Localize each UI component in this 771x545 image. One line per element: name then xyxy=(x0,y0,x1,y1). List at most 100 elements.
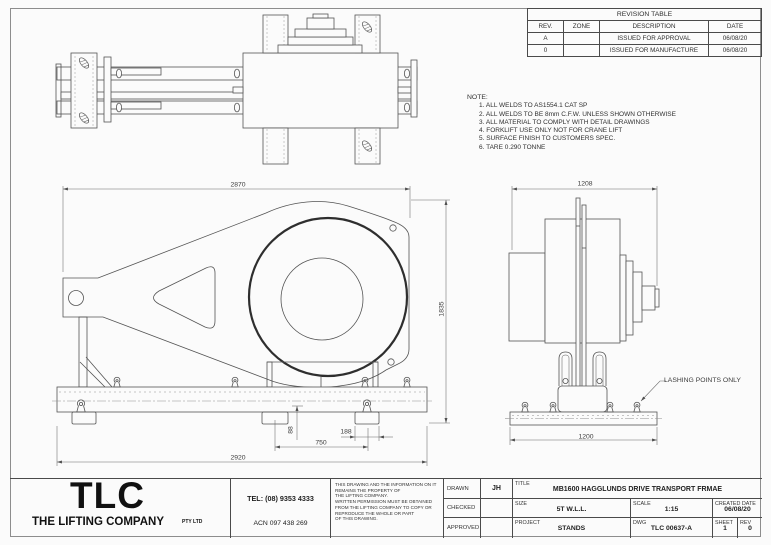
size-value: 5T W.L.L. xyxy=(556,506,587,513)
col-zone: ZONE xyxy=(563,21,599,32)
side-view xyxy=(505,186,666,445)
project-label: PROJECT xyxy=(515,519,541,526)
rev-cell: REV 0 xyxy=(737,518,762,538)
lashing-eye-icon xyxy=(403,376,411,388)
note-item: 2. ALL WELDS TO BE 8mm C.F.W. UNLESS SHO… xyxy=(479,110,676,118)
dim-side-overall-width: 1208 xyxy=(577,180,593,188)
size-label: SIZE xyxy=(515,500,527,507)
lashing-points-label: LASHING POINTS ONLY xyxy=(664,377,741,384)
acn-number: ACN 097 438 269 xyxy=(253,520,308,527)
drive-bore-circle xyxy=(280,257,364,341)
foot xyxy=(71,411,97,425)
project-cell: PROJECT STANDS xyxy=(512,518,630,538)
dim-front-height: 1835 xyxy=(438,301,446,317)
web-cutout xyxy=(153,266,216,329)
date-value: 06/08/20 xyxy=(708,45,761,56)
lashing-eye-icon xyxy=(606,401,614,413)
created-date-label: CREATED DATE xyxy=(715,500,756,507)
foot xyxy=(354,411,380,425)
rev-value: A xyxy=(543,35,548,42)
disclaimer-text: THIS DRAWING AND THE INFORMATION ON IT R… xyxy=(335,482,437,522)
drive-body-plan xyxy=(242,52,399,129)
created-date-value: 06/08/20 xyxy=(724,506,751,513)
project-value: STANDS xyxy=(557,525,586,532)
dim-front-base-width: 2920 xyxy=(230,454,246,462)
lashing-eye-icon xyxy=(521,401,529,413)
revision-row: 0 ISSUED FOR MANUFACTURE 06/08/20 xyxy=(528,44,761,56)
note-item: 4. FORKLIFT USE ONLY NOT FOR CRANE LIFT xyxy=(479,127,623,135)
transport-frame-plate xyxy=(62,201,410,388)
contact-cell: TEL: (08) 9353 4333 ACN 097 438 269 xyxy=(230,479,330,538)
approved-value xyxy=(481,518,512,538)
leader-line xyxy=(640,380,666,402)
scale-cell: SCALE 1:15 xyxy=(630,499,712,518)
drive-flange-circle xyxy=(247,216,409,378)
zone-value xyxy=(563,45,599,56)
top-view-plan xyxy=(55,13,418,165)
lashing-eye-icon xyxy=(113,376,121,388)
notes-block: NOTE: 1. ALL WELDS TO AS1554.1 CAT SP 2.… xyxy=(467,94,676,152)
revision-row: A ISSUED FOR APPROVAL 06/08/20 xyxy=(528,32,761,44)
dim-front-foot-width: 188 xyxy=(340,428,352,436)
drawn-value: JH xyxy=(492,485,501,492)
col-rev: REV. xyxy=(538,23,553,30)
phone-number: TEL: (08) 9353 4333 xyxy=(247,494,314,503)
revision-table: REVISION TABLE REV. ZONE DESCRIPTION DAT… xyxy=(527,8,762,57)
lashing-eye-icon xyxy=(361,376,369,388)
created-date-cell: CREATED DATE 06/08/20 xyxy=(712,499,762,518)
scale-label: SCALE xyxy=(633,500,651,507)
sheet-border xyxy=(10,8,761,537)
drawn-value-cell: JH xyxy=(480,479,512,499)
drawn-label-cell: DRAWN xyxy=(443,479,480,499)
size-cell: SIZE 5T W.L.L. xyxy=(512,499,630,518)
revision-table-header: REV. ZONE DESCRIPTION DATE xyxy=(528,20,761,32)
notes-heading: NOTE: xyxy=(467,94,488,101)
sheet-cell: SHEET 1 xyxy=(712,518,737,538)
lashing-eye-icon xyxy=(633,401,641,413)
rev-value: 0 xyxy=(543,47,548,54)
col-description: DESCRIPTION xyxy=(599,21,708,32)
dim-side-base-width: 1200 xyxy=(578,433,594,441)
checked-label: CHECKED xyxy=(447,505,476,511)
approved-label: APPROVED xyxy=(447,525,480,531)
rev-number: 0 xyxy=(748,525,752,532)
company-name: THE LIFTING COMPANY xyxy=(32,516,165,528)
dwg-label: DWG xyxy=(633,519,647,526)
approved-label-cell: APPROVED xyxy=(443,518,480,538)
date-value: 06/08/20 xyxy=(708,33,761,44)
note-item: 6. TARE 0.290 TONNE xyxy=(479,143,546,151)
title-cell: TITLE MB1600 HAGGLUNDS DRIVE TRANSPORT F… xyxy=(512,479,762,499)
sheet-number: 1 xyxy=(723,525,727,532)
arm-end-hole xyxy=(68,290,84,306)
dwg-cell: DWG TLC 00637-A xyxy=(630,518,712,538)
company-suffix: PTY LTD xyxy=(182,519,203,525)
company-logo: TLC xyxy=(70,475,145,516)
scale-value: 1:15 xyxy=(664,506,679,513)
rev-label: REV xyxy=(740,519,752,526)
checked-label-cell: CHECKED xyxy=(443,499,480,518)
revision-table-title: REVISION TABLE xyxy=(616,11,673,18)
sheet-label: SHEET xyxy=(715,519,733,526)
dwg-number: TLC 00637-A xyxy=(650,525,693,532)
disclaimer-cell: THIS DRAWING AND THE INFORMATION ON IT R… xyxy=(330,479,443,538)
lashing-eye-icon xyxy=(549,401,557,413)
zone-value xyxy=(563,33,599,44)
checked-value-cell xyxy=(480,499,512,518)
approved-value-cell xyxy=(480,518,512,538)
dim-front-base-offset: 88 xyxy=(287,426,295,434)
description-value: ISSUED FOR MANUFACTURE xyxy=(599,45,708,56)
note-item: 1. ALL WELDS TO AS1554.1 CAT SP xyxy=(479,102,588,110)
description-value: ISSUED FOR APPROVAL xyxy=(599,33,708,44)
base-beam xyxy=(56,386,428,413)
col-date: DATE xyxy=(708,21,761,32)
note-item: 5. SURFACE FINISH TO CUSTOMERS SPEC. xyxy=(479,135,616,143)
front-view xyxy=(52,186,450,466)
title-block: TLC THE LIFTING COMPANY PTY LTD TEL: (08… xyxy=(10,475,762,538)
note-item: 3. ALL MATERIAL TO COMPLY WITH DETAIL DR… xyxy=(479,118,650,126)
checked-value xyxy=(481,499,512,517)
drawing-title: MB1600 HAGGLUNDS DRIVE TRANSPORT FRMAE xyxy=(552,486,723,493)
title-label: TITLE xyxy=(515,480,530,487)
lashing-eye-icon xyxy=(231,376,239,388)
